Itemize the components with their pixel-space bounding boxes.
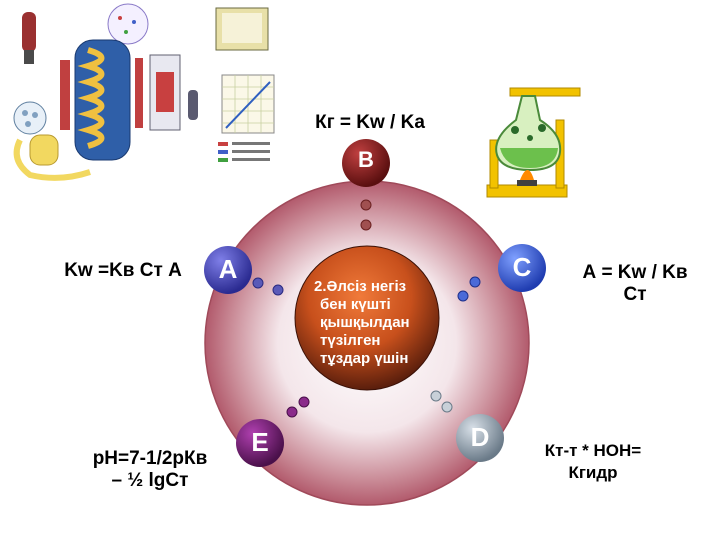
center-line-4: түзілген [320, 332, 381, 349]
formula-right: А = Kw / Kв Ст [560, 262, 710, 306]
center-line-3: қышқылдан [320, 314, 410, 331]
formula-bottom-right-line-1: Кт-т * НОН= [544, 441, 642, 460]
node-a [204, 246, 252, 294]
node-c-label: C [512, 252, 532, 282]
node-d [456, 414, 504, 462]
center-sphere [294, 245, 440, 391]
node-e-label: E [251, 427, 269, 457]
node-d-label: D [470, 422, 490, 452]
node-b-label: B [358, 147, 374, 172]
formula-right-line-1: А = Kw / Kв [582, 262, 688, 283]
formula-bottom-right: Кт-т * НОН= Кгидр [518, 440, 668, 484]
center-line-2: бен күшті [320, 296, 391, 313]
formula-top: Кг = Kw / Ka [315, 112, 425, 133]
center-line-5: тұздар үшін [320, 350, 409, 367]
formula-left: Kw =Kв Ст А [64, 260, 182, 281]
center-text: 2.Әлсіз негіз бен күшті қышқылдан түзілг… [298, 278, 438, 368]
center-line-1: 2.Әлсіз негіз [314, 278, 407, 295]
node-b [342, 139, 390, 187]
flask-on-burner-illustration [486, 87, 581, 198]
distillation-apparatus-illustration [0, 0, 285, 185]
node-c [498, 244, 546, 292]
formula-right-line-2: Ст [623, 284, 647, 305]
formula-bottom-right-line-2: Кгидр [568, 463, 618, 482]
node-e [236, 419, 284, 467]
node-a-label: A [218, 254, 238, 284]
formula-bottom-left-line-2: – ½ lgСт [111, 470, 189, 491]
formula-bottom-left-line-1: рН=7-1/2рКв [92, 448, 208, 469]
connector-beads [252, 199, 481, 418]
formula-bottom-left: рН=7-1/2рКв – ½ lgСт [75, 448, 225, 492]
